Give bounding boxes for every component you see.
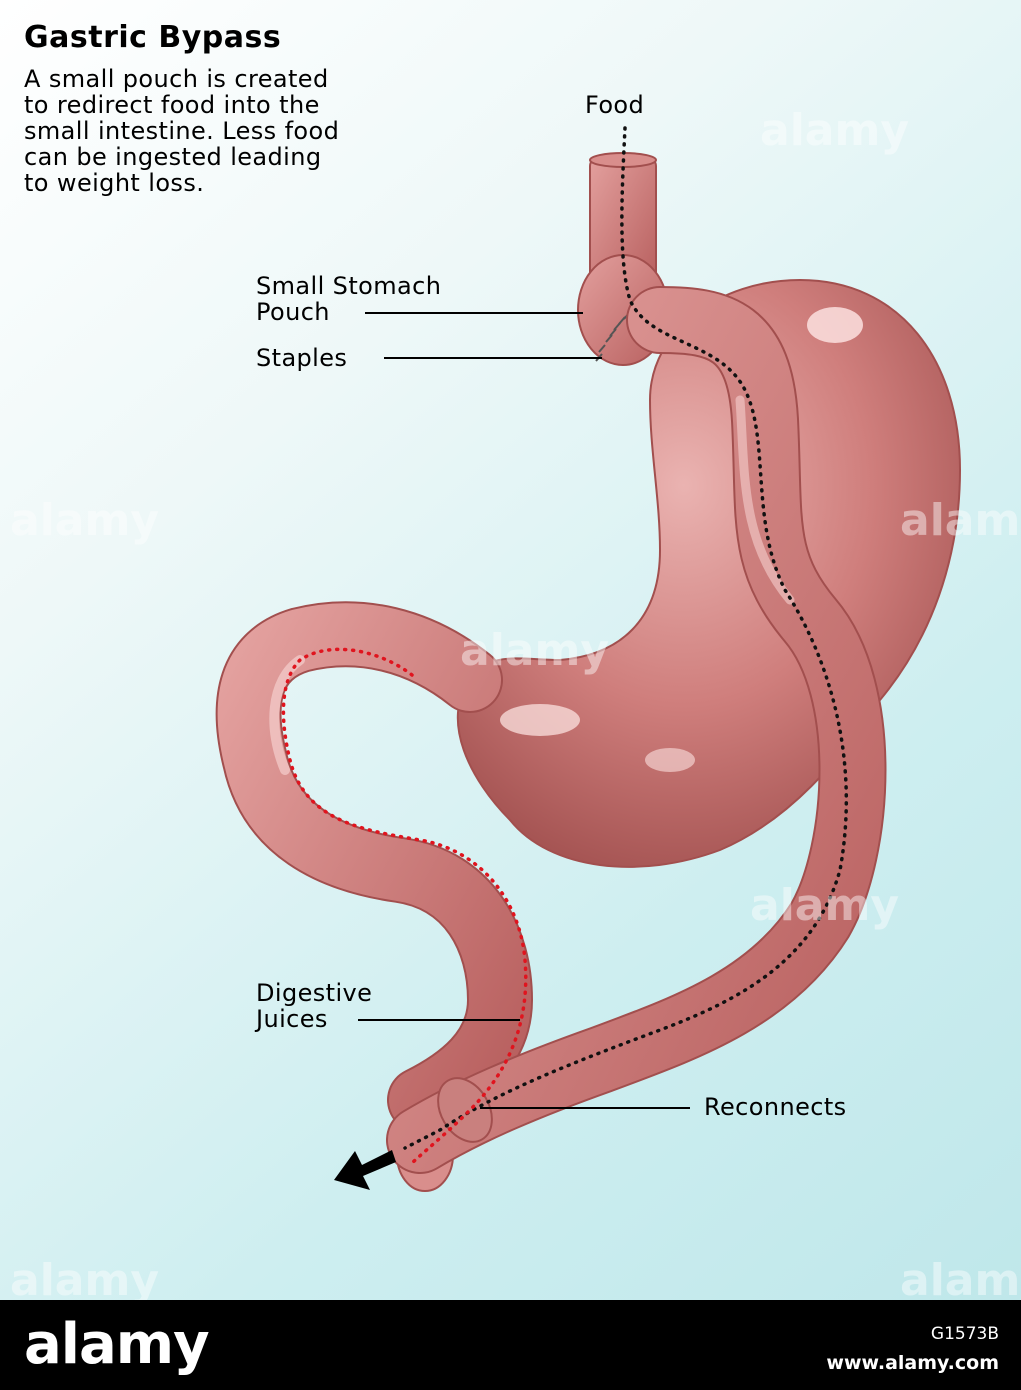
svg-text:alamy: alamy — [760, 105, 909, 156]
svg-text:alamy: alamy — [900, 495, 1021, 546]
description-line: can be ingested leading — [24, 143, 322, 171]
label-staples: Staples — [256, 344, 348, 372]
label-small-stomach-pouch: Small Stomach Pouch — [256, 272, 442, 326]
description-line: to redirect food into the — [24, 91, 320, 119]
diagram-title: Gastric Bypass — [24, 20, 282, 55]
diagram-description: A small pouch is created to redirect foo… — [24, 66, 339, 196]
svg-text:alamy: alamy — [460, 625, 609, 676]
label-food: Food — [585, 91, 645, 119]
svg-text:alamy: alamy — [10, 495, 159, 546]
watermark: alamy alamy alamy alamy alamy alamy alam… — [10, 105, 1021, 1300]
stomach-highlight — [807, 307, 863, 343]
svg-text:alamy: alamy — [900, 1255, 1021, 1300]
exit-arrow-icon — [334, 1150, 396, 1190]
roux-limb-fill — [388, 288, 885, 1172]
roux-limb-highlight — [735, 395, 795, 605]
label-reconnects: Reconnects — [704, 1093, 847, 1121]
duodenum-highlight — [269, 655, 305, 775]
label-digestive-juices: Digestive Juices — [256, 979, 373, 1033]
digestive-juices-path — [281, 647, 528, 1167]
stomach-highlight — [500, 704, 580, 736]
image-id: G1573B — [930, 1324, 999, 1344]
stock-footer-bar: alamy G1573B www.alamy.com — [0, 1300, 1021, 1390]
description-line: to weight loss. — [24, 169, 205, 197]
description-line: small intestine. Less food — [24, 117, 340, 145]
svg-text:alamy: alamy — [750, 880, 899, 931]
duodenum-fill — [217, 603, 532, 1131]
gastric-bypass-illustration: alamy alamy alamy alamy alamy alamy alam… — [10, 105, 1021, 1300]
svg-text:alamy: alamy — [10, 1255, 159, 1300]
brand-logo: alamy — [24, 1312, 210, 1377]
reconnect-joint — [437, 1077, 493, 1143]
stomach-highlight — [645, 748, 695, 772]
food-path — [403, 126, 849, 1150]
site-url: www.alamy.com — [826, 1352, 999, 1374]
description-line: A small pouch is created — [24, 65, 329, 93]
diagram-canvas: alamy alamy alamy alamy alamy alamy alam… — [0, 0, 1021, 1300]
